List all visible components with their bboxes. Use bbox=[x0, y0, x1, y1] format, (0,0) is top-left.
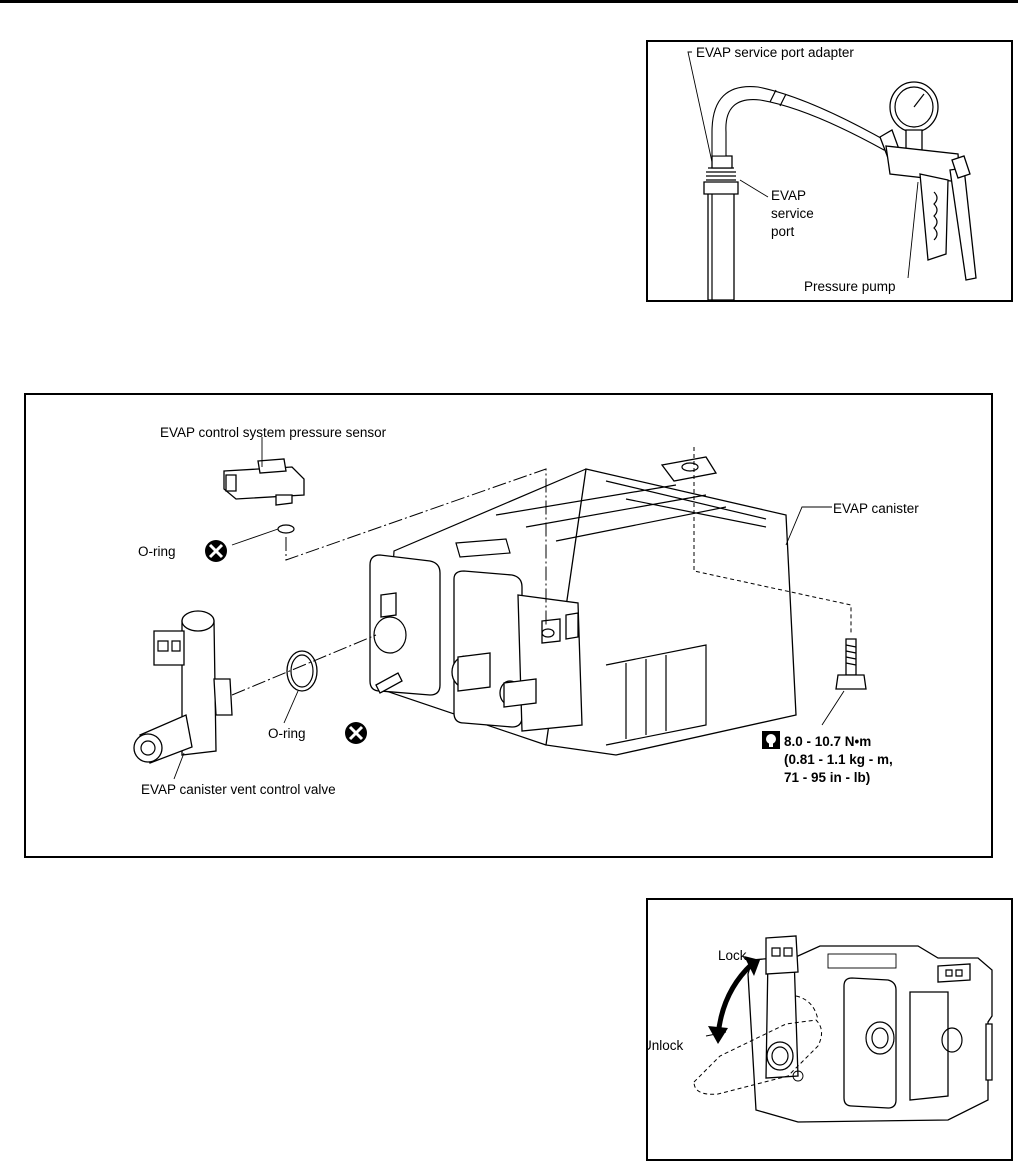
pump-leader bbox=[907, 181, 919, 279]
pressure-gauge bbox=[889, 81, 939, 151]
bolt-dash-line bbox=[693, 447, 852, 635]
lock-illustration: Lock Unlock bbox=[648, 935, 993, 1123]
lock-label: Lock bbox=[718, 948, 747, 963]
canister-front-faces bbox=[369, 554, 583, 732]
adapter-label: EVAP service port adapter bbox=[696, 45, 854, 60]
unlock-leader bbox=[705, 1031, 727, 1037]
pressure-sensor-part bbox=[223, 458, 305, 534]
bolt-leader bbox=[821, 690, 845, 726]
canister-label: EVAP canister bbox=[833, 501, 919, 516]
figure-service-port-adapter: EVAP service port adapter EVAP service p… bbox=[646, 40, 1013, 302]
evap-canister bbox=[385, 456, 797, 756]
oring-mid-label: O-ring bbox=[268, 726, 306, 741]
port-label-2: service bbox=[771, 206, 814, 221]
oring-top-label: O-ring bbox=[138, 544, 176, 559]
oring-mid-leader bbox=[283, 690, 299, 724]
port-label-3: port bbox=[771, 224, 795, 239]
unlock-label: Unlock bbox=[648, 1038, 684, 1053]
oring-top-leader bbox=[231, 528, 279, 546]
canister-face bbox=[747, 945, 993, 1123]
always-replace-icon bbox=[345, 722, 367, 744]
valve-chain-line bbox=[231, 634, 377, 696]
port-leader bbox=[739, 179, 769, 198]
service-port-tube bbox=[703, 155, 739, 300]
valve-leader bbox=[173, 752, 185, 780]
vent-valve-locked bbox=[765, 935, 804, 1082]
lock-rotation-arrow bbox=[708, 956, 760, 1044]
vent-valve-unlocked bbox=[693, 1019, 822, 1095]
sensor-chain-line bbox=[285, 468, 547, 625]
torque-line-3: 71 - 95 in - lb) bbox=[784, 770, 870, 785]
canister-illustration: EVAP control system pressure sensor O-ri… bbox=[133, 425, 919, 797]
bolt-part bbox=[835, 638, 867, 690]
service-port-illustration: EVAP service port adapter EVAP service p… bbox=[687, 45, 977, 300]
canister-leader bbox=[785, 506, 832, 546]
always-replace-icon bbox=[205, 540, 227, 562]
figure-vent-valve-lock: Lock Unlock bbox=[646, 898, 1013, 1161]
pump-label: Pressure pump bbox=[804, 279, 896, 294]
port-label-1: EVAP bbox=[771, 188, 806, 203]
header-rule bbox=[0, 0, 1018, 3]
adapter-hose bbox=[711, 86, 901, 159]
torque-line-2: (0.81 - 1.1 kg - m, bbox=[784, 752, 893, 767]
pressure-pump bbox=[885, 145, 977, 281]
adapter-leader bbox=[687, 51, 713, 163]
torque-line-1: 8.0 - 10.7 N•m bbox=[784, 734, 871, 749]
sensor-label: EVAP control system pressure sensor bbox=[160, 425, 387, 440]
torque-wrench-icon bbox=[762, 731, 780, 749]
vent-valve-label: EVAP canister vent control valve bbox=[141, 782, 336, 797]
vent-valve-part bbox=[133, 610, 233, 764]
mid-oring-part bbox=[286, 650, 318, 692]
figure-evap-canister-exploded: EVAP control system pressure sensor O-ri… bbox=[24, 393, 993, 858]
